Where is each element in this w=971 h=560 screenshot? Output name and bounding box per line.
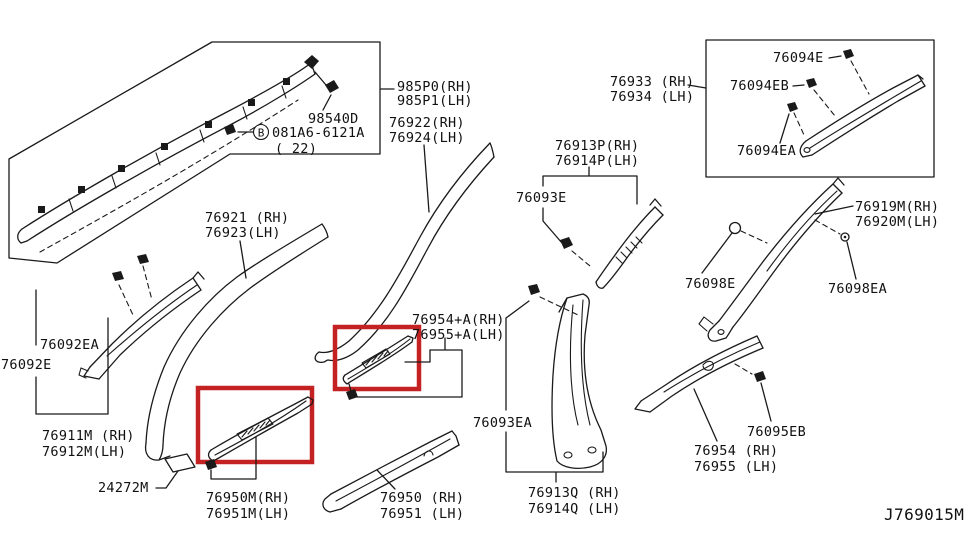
part-label-76954a: 76954+A(RH) [412,312,505,328]
part-label-76951: 76951 (LH) [380,506,464,522]
rear-kick-clip [346,389,358,400]
part-label-76933: 76933 (RH) [610,74,694,90]
airbag-bolt-callout: B 081A6-6121A ( 22) [224,123,365,157]
clip-76094e [843,49,854,59]
part-label-76911m: 76911M (RH) [42,428,135,444]
clip-76093e [560,237,573,249]
clip-76098ea [840,232,850,242]
b-pillar-lower-clip [528,284,540,295]
rear-kicking-plate: 76954+A(RH) 76955+A(LH) [332,312,505,400]
clip-76094ea [787,102,798,112]
airbag-grommet-callout: 98540D [308,71,359,127]
a-pillar-clip-a [137,254,149,264]
a-pillar-clip-b [112,271,124,281]
part-label-76913q: 76913Q (RH) [528,485,621,501]
bolt-symbol: B [258,127,265,140]
part-label-bolt: 081A6-6121A [272,125,365,141]
rear-door-weatherstrip: 76922(RH) 76924(LH) [314,115,495,363]
part-label-76922: 76922(RH) [389,115,465,131]
part-label-76934: 76934 (LH) [610,89,694,105]
front-door-weatherstrip: 76921 (RH) 76923(LH) [144,210,329,461]
part-label-76950: 76950 (RH) [380,490,464,506]
rear-sill-body: 76954 (RH) 76955 (LH) 76095EB [634,335,806,475]
weatherstrip-front-inner [162,236,329,446]
weatherstrip-front-outer [145,223,323,444]
bolt-symbol-circle [252,123,270,141]
part-label-76094ea: 76094EA [737,143,796,159]
c-pillar-clip-box: 76933 (RH) 76934 (LH) 76094E 76094EB 760… [610,39,935,178]
front-kick-clip [205,459,217,470]
part-label-76951m: 76951M(LH) [206,506,290,522]
highlight-box-rear-kick [332,324,422,392]
weatherstrip-rear-inner [327,156,495,362]
airbag-end-bolt [304,55,319,69]
felt-hook-24272m: 24272M [98,453,196,496]
rear-sill-plate: 76950 (RH) 76951 (LH) [322,430,464,522]
hook-shape [164,453,196,473]
b-pillar-upper-garnish: 76913P(RH) 76914P(LH) 76093E [516,138,664,289]
part-label-76092e: 76092E [1,357,52,373]
bolt-clip [224,124,236,135]
part-label-76913p: 76913P(RH) [555,138,639,154]
part-label-76094e: 76094E [773,50,824,66]
airbag-band-lower [26,73,316,242]
part-label-76914q: 76914Q (LH) [528,501,621,517]
airbag-box-outline [8,41,381,264]
part-label-76914p: 76914P(LH) [555,153,639,169]
part-label-985p1: 985P1(LH) [397,93,473,109]
curtain-airbag-label: 985P0(RH) 985P1(LH) [380,79,473,109]
part-label-76923: 76923(LH) [205,225,281,241]
part-label-76093e: 76093E [516,190,567,206]
curtain-airbag-module [8,41,381,264]
part-label-76095eb: 76095EB [747,424,806,440]
part-label-76098e: 76098E [685,276,736,292]
part-label-76912m: 76912M(LH) [42,444,126,460]
part-label-76921: 76921 (RH) [205,210,289,226]
airbag-fold-line [39,99,299,253]
c-pillar-garnish-lower [811,85,926,156]
part-label-76950m: 76950M(RH) [206,490,290,506]
diagram-code: J769015M [884,505,964,524]
clip-76095eb [754,371,766,382]
part-label-76954: 76954 (RH) [694,443,778,459]
weatherstrip-rear-outer [318,142,491,354]
grommet-clip [325,80,339,93]
c-pillar-lower-garnish: 76919M(RH) 76920M(LH) 76098E 76098EA [685,177,939,342]
a-pillar-garnish: 76092EA 76092E 76911M (RH) 76912M(LH) [1,254,205,460]
part-label-76955a: 76955+A(LH) [412,327,505,343]
part-label-76092ea: 76092EA [40,337,99,353]
front-kicking-plate: 76950M(RH) 76951M(LH) [195,385,315,522]
clip-box-outline [705,39,935,178]
c-pillar-garnish-upper [805,74,919,142]
clip-76094eb [806,78,817,88]
b-pillar-lower-garnish: 76093EA 76913Q (RH) 76914Q (LH) [473,284,621,517]
part-label-985p0: 985P0(RH) [397,79,473,95]
part-label-76955: 76955 (LH) [694,459,778,475]
airbag-clips [38,78,290,213]
part-label-76919m: 76919M(RH) [855,199,939,215]
part-label-76093ea: 76093EA [473,415,532,431]
highlight-box-front-kick [195,385,315,465]
part-label-24272m: 24272M [98,480,149,496]
part-label-98540d: 98540D [308,111,359,127]
part-label-76098ea: 76098EA [828,281,887,297]
part-label-76920m: 76920M(LH) [855,214,939,230]
clip-76098e [728,221,742,235]
part-label-76924: 76924(LH) [389,130,465,146]
bolt-qty: ( 22) [275,141,317,157]
part-label-76094eb: 76094EB [730,78,789,94]
